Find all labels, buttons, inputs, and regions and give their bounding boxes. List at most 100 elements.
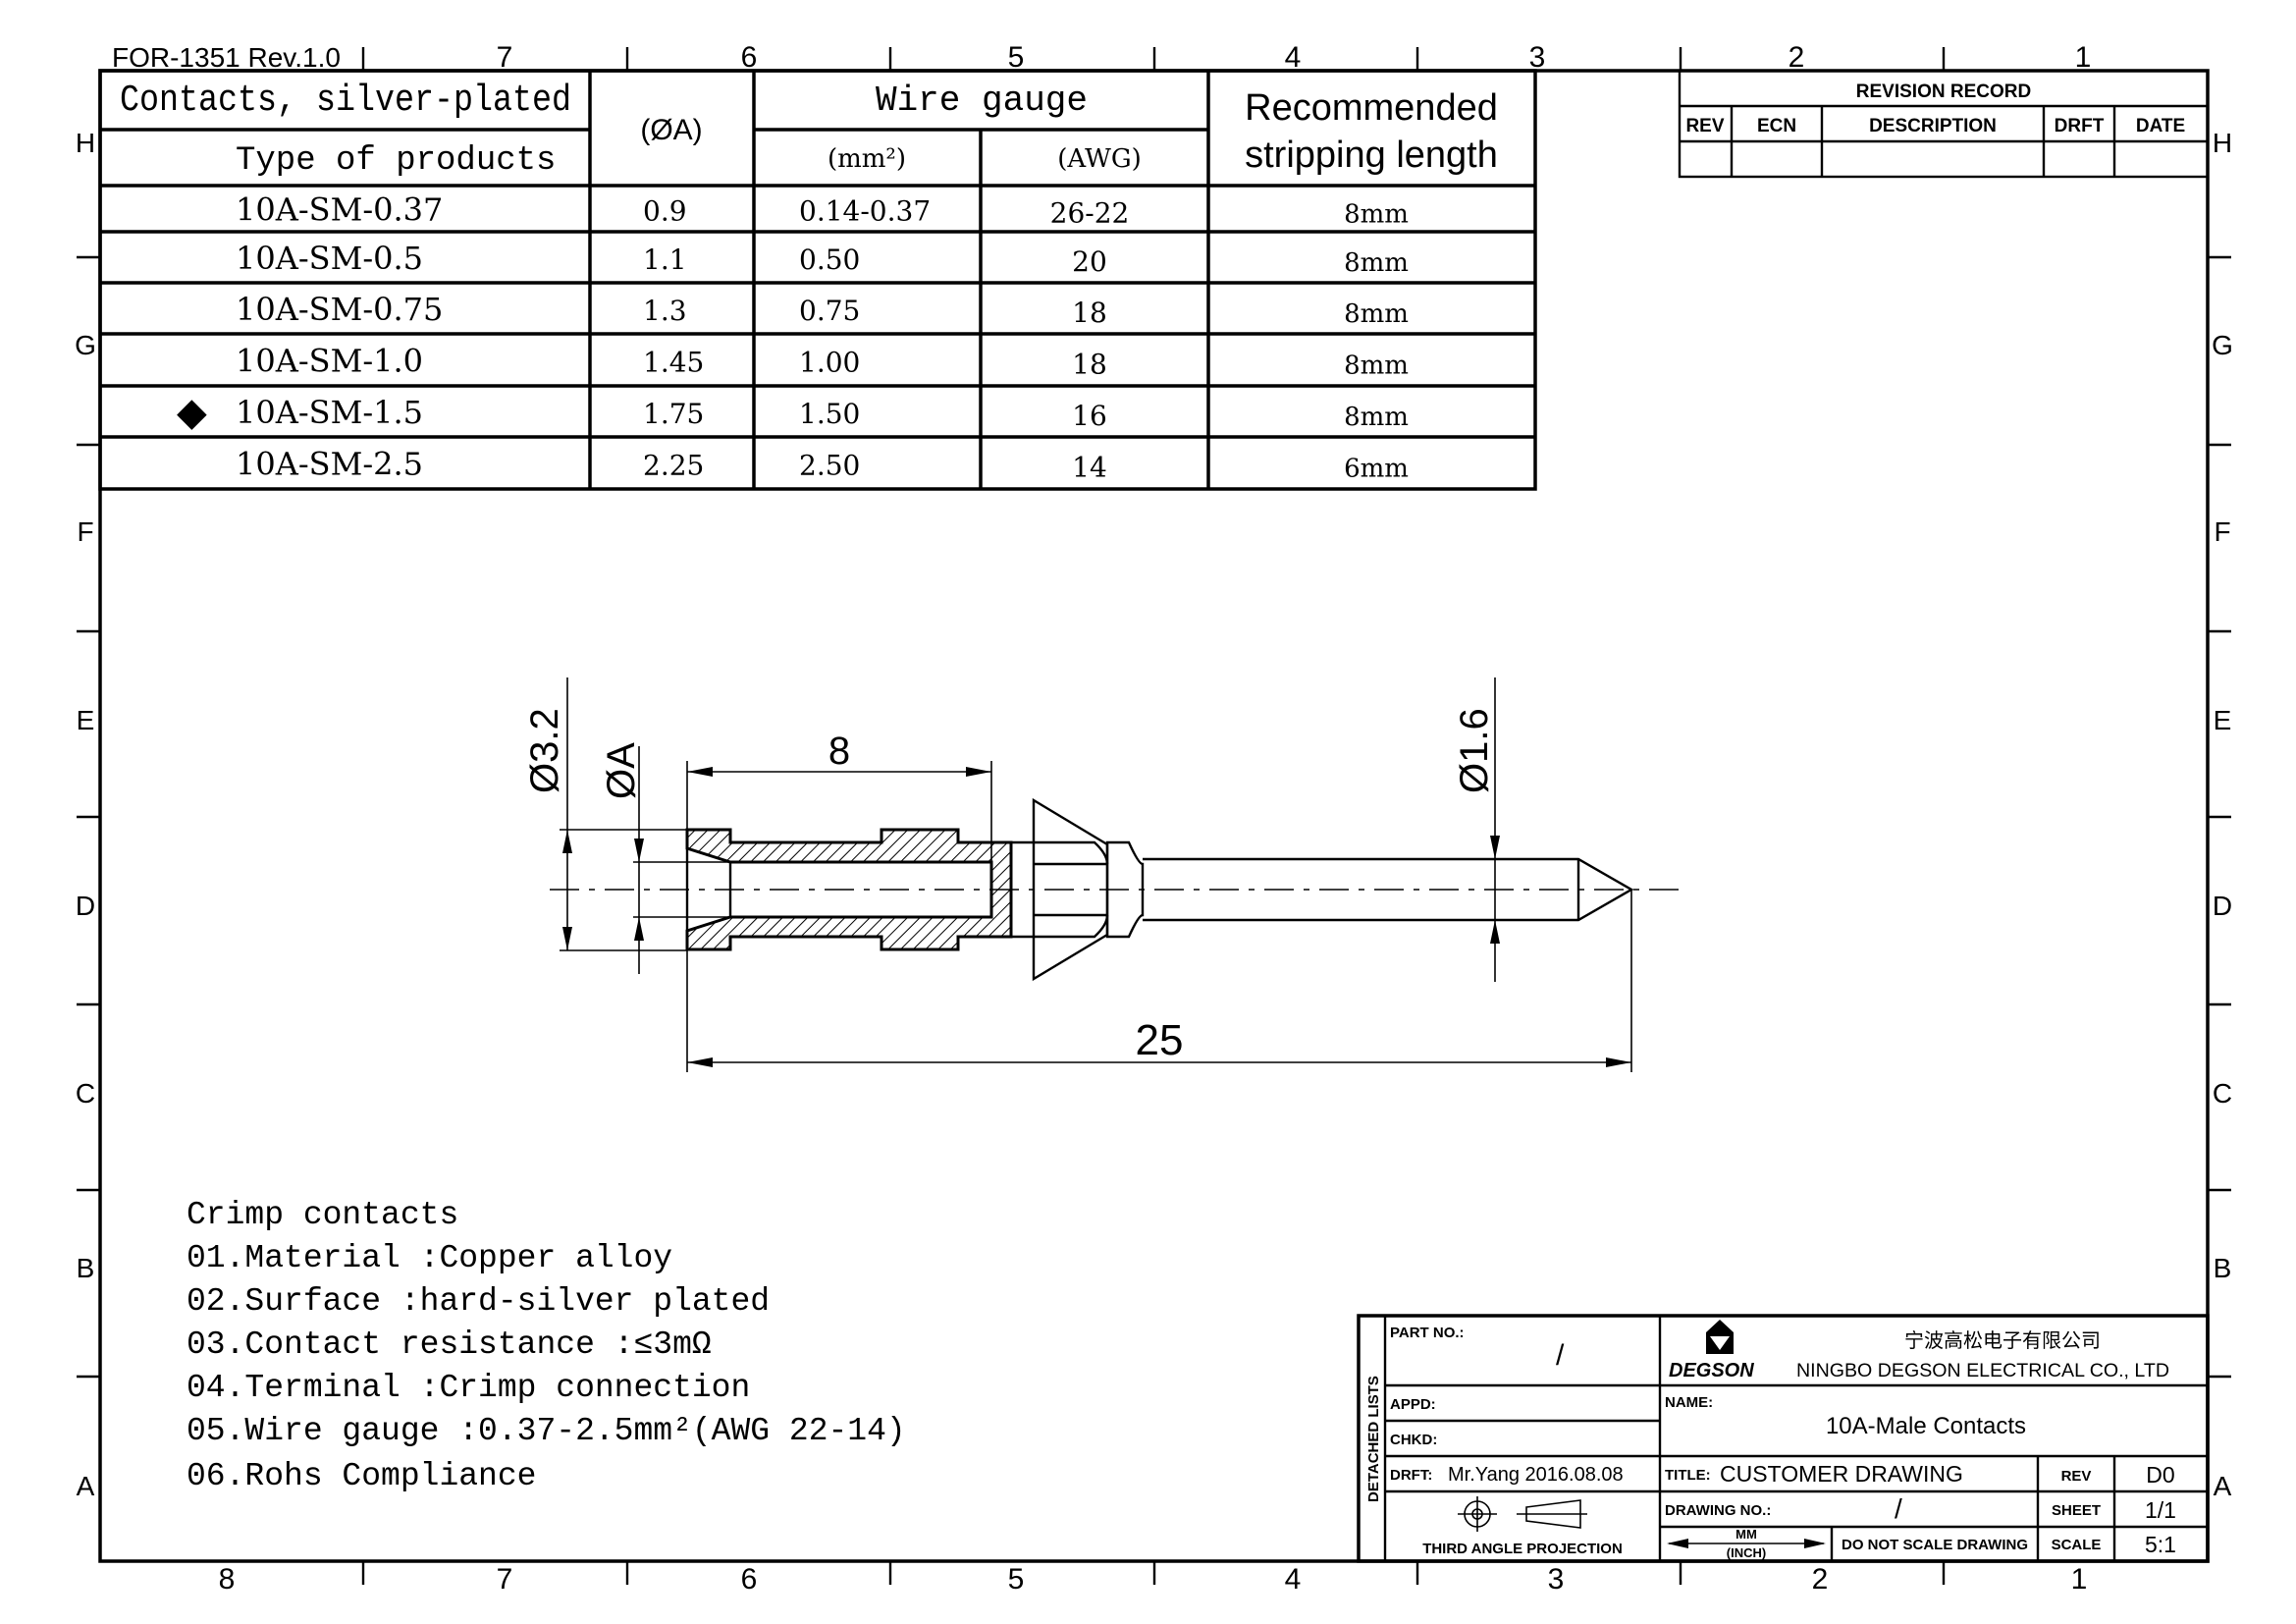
appd-label: APPD: <box>1390 1396 1436 1413</box>
zone-number-bottom: 8 <box>219 1563 236 1596</box>
pin-diameter-label: Ø1.6 <box>1453 708 1496 793</box>
product-type: 10A-SM-0.75 <box>236 291 443 328</box>
zone-number-bottom: 3 <box>1548 1563 1565 1596</box>
part-no-label: PART NO.: <box>1390 1325 1465 1341</box>
rev-label: REV <box>2061 1468 2092 1485</box>
ecn-column: ECN <box>1757 116 1796 136</box>
notes: Crimp contacts 01.Material :Copper alloy… <box>187 1197 906 1494</box>
product-type: 10A-SM-1.0 <box>236 343 423 380</box>
degson-logo: DEGSON <box>1669 1320 1754 1381</box>
zone-number-top: 5 <box>1008 41 1025 74</box>
drawing-title: CUSTOMER DRAWING <box>1720 1461 1963 1487</box>
note-item: 04.Terminal :Crimp connection <box>187 1370 750 1406</box>
drft-column: DRFT <box>2055 116 2105 136</box>
zone-letter-right: C <box>2213 1078 2232 1109</box>
stripping-header: Recommended <box>1245 87 1498 129</box>
zone-number-bottom: 4 <box>1285 1563 1302 1596</box>
zone-number-bottom: 1 <box>2071 1563 2088 1596</box>
stripping-value: 8mm <box>1344 403 1409 432</box>
awg-value: 18 <box>1072 349 1107 381</box>
sheet-label: SHEET <box>2052 1502 2101 1519</box>
bore-diameter-label: ØA <box>600 742 643 799</box>
part-name: 10A-Male Contacts <box>1826 1413 2026 1439</box>
product-type: 10A-SM-0.37 <box>236 191 443 229</box>
contact-drawing: Ø3.2 ØA 8 25 Ø1.6 <box>523 677 1679 1072</box>
dimension-outer-diameter: Ø3.2 <box>523 677 687 951</box>
sheet-value: 1/1 <box>2145 1497 2176 1523</box>
diameter-value: 1.45 <box>643 347 704 379</box>
zone-letter-left: D <box>76 891 95 921</box>
name-label: NAME: <box>1665 1394 1713 1411</box>
scale-label: SCALE <box>2052 1537 2102 1553</box>
product-type: 10A-SM-1.5 <box>236 394 423 431</box>
zone-letter-left: E <box>77 705 95 735</box>
selected-marker-icon: ◆ <box>177 391 207 434</box>
drft-value: Mr.Yang 2016.08.08 <box>1448 1464 1624 1486</box>
zone-number-top: 6 <box>741 41 758 74</box>
part-no-value: / <box>1556 1339 1565 1372</box>
zone-number-bottom: 5 <box>1008 1563 1025 1596</box>
dimension-total-length: 25 <box>686 890 1632 1072</box>
stripping-value: 6mm <box>1344 455 1409 484</box>
table-title: Contacts, silver-plated <box>120 80 571 122</box>
chkd-label: CHKD: <box>1390 1432 1437 1448</box>
rev-column: REV <box>1685 116 1724 136</box>
drawing-no-label: DRAWING NO.: <box>1665 1502 1771 1519</box>
note-item: 03.Contact resistance :≤3mΩ <box>187 1326 712 1363</box>
zone-number-top: 7 <box>497 41 513 74</box>
zone-letter-right: D <box>2213 891 2232 921</box>
projection-label: THIRD ANGLE PROJECTION <box>1422 1541 1623 1557</box>
diameter-value: 1.1 <box>643 244 687 276</box>
rev-value: D0 <box>2146 1462 2174 1488</box>
stripping-value: 8mm <box>1344 299 1409 329</box>
dimension-strip-length: 8 <box>686 730 992 862</box>
scale-value: 5:1 <box>2145 1532 2176 1557</box>
zone-letter-left: A <box>77 1471 95 1501</box>
revision-record: REVISION RECORD REV ECN DESCRIPTION DRFT… <box>1678 69 2210 179</box>
awg-value: 16 <box>1072 400 1107 432</box>
zone-letter-left: G <box>75 330 96 360</box>
zone-number-top: 4 <box>1285 41 1302 74</box>
mm2-value: 1.00 <box>799 347 860 379</box>
type-header: Type of products <box>236 142 556 180</box>
revision-record-title: REVISION RECORD <box>1856 81 2031 102</box>
total-length-label: 25 <box>1136 1016 1184 1064</box>
mm2-value: 0.75 <box>799 295 860 327</box>
awg-value: 26-22 <box>1050 197 1130 230</box>
note-item: 01.Material :Copper alloy <box>187 1240 672 1276</box>
strip-length-label: 8 <box>828 730 850 773</box>
title-block: DETACHED LISTS PART NO.: / APPD: CHKD: D… <box>1357 1314 2210 1563</box>
zone-letter-right: E <box>2214 705 2232 735</box>
diameter-header: (ØA) <box>640 114 702 146</box>
product-type: 10A-SM-0.5 <box>236 240 423 277</box>
dimension-bore-diameter: ØA <box>600 742 730 974</box>
notes-heading: Crimp contacts <box>187 1197 458 1233</box>
diameter-value: 1.75 <box>643 398 704 430</box>
mm2-value: 2.50 <box>799 450 860 482</box>
zone-letter-left: C <box>76 1078 95 1109</box>
zone-letter-right: F <box>2214 516 2230 547</box>
note-item: 06.Rohs Compliance <box>187 1458 536 1494</box>
zone-letter-right: A <box>2214 1471 2232 1501</box>
title-label: TITLE: <box>1665 1467 1711 1484</box>
zone-number-top: 1 <box>2075 41 2092 74</box>
mm2-value: 0.14-0.37 <box>799 195 931 228</box>
zone-letter-left: H <box>76 128 95 158</box>
spec-table: Contacts, silver-plated Type of products… <box>98 69 1537 491</box>
outer-diameter-label: Ø3.2 <box>523 708 566 793</box>
wire-gauge-header: Wire gauge <box>876 81 1088 121</box>
zone-number-bottom: 2 <box>1812 1563 1829 1596</box>
date-column: DATE <box>2136 116 2185 136</box>
zone-letter-right: B <box>2214 1253 2232 1283</box>
mm2-value: 0.50 <box>799 244 860 276</box>
zone-number-top: 2 <box>1789 41 1805 74</box>
